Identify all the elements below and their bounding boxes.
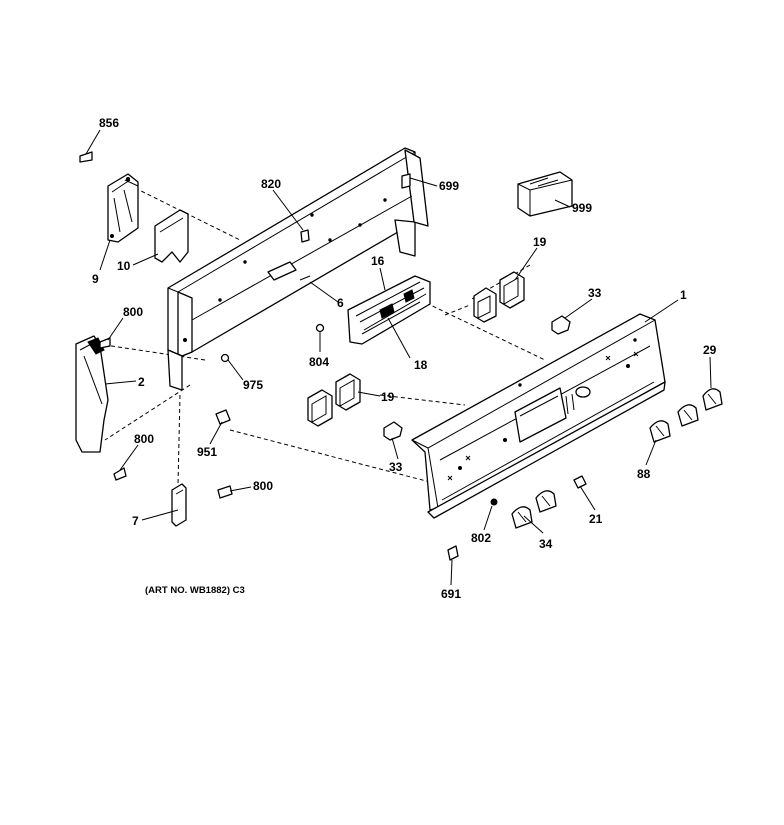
callout-6: 6 — [337, 296, 344, 310]
callout-951: 951 — [197, 445, 217, 459]
callout-16: 16 — [371, 254, 385, 268]
callout-802: 802 — [471, 531, 491, 545]
callout-975: 975 — [243, 378, 263, 392]
callout-820: 820 — [261, 177, 281, 191]
callout-999: 999 — [572, 201, 592, 215]
callout-29: 29 — [703, 343, 717, 357]
callout-19-lower: 19 — [381, 390, 395, 404]
callout-856: 856 — [99, 116, 119, 130]
callout-800-middle: 800 — [134, 432, 154, 446]
part-7-bracket — [171, 483, 187, 527]
part-29-knob — [702, 388, 723, 411]
part-1-control-panel — [411, 313, 666, 519]
part-6-backguard-frame — [167, 147, 429, 391]
part-2-end-cap — [75, 335, 109, 453]
callout-1: 1 — [680, 288, 687, 302]
callout-9: 9 — [92, 272, 99, 286]
callout-33-lower: 33 — [389, 460, 403, 474]
art-number-caption: (ART NO. WB1882) C3 — [145, 585, 245, 596]
callout-18: 18 — [414, 358, 428, 372]
callout-21: 21 — [589, 512, 603, 526]
part-19-switches-upper — [473, 271, 525, 323]
callout-labels: 856 820 699 999 9 10 6 16 19 33 1 800 2 … — [92, 116, 717, 601]
part-999-box — [517, 171, 573, 217]
callout-10: 10 — [117, 259, 131, 273]
callout-33-upper: 33 — [588, 286, 602, 300]
part-10-clip — [154, 209, 189, 263]
callout-699: 699 — [439, 179, 459, 193]
callout-800-lower: 800 — [253, 479, 273, 493]
callout-19-upper: 19 — [533, 235, 547, 249]
callout-7: 7 — [132, 514, 139, 528]
callout-691: 691 — [441, 587, 461, 601]
callout-800-upper: 800 — [123, 305, 143, 319]
part-16-control-board — [347, 275, 431, 345]
part-29-knob-2 — [677, 404, 699, 427]
callout-34: 34 — [539, 537, 553, 551]
part-19-switches-lower — [307, 373, 361, 427]
leader-lines — [85, 129, 712, 586]
hardware — [79, 151, 587, 561]
knobs — [511, 388, 723, 529]
callout-804: 804 — [309, 355, 329, 369]
callout-2: 2 — [138, 375, 145, 389]
part-34-knob-2 — [511, 506, 533, 529]
callout-88: 88 — [637, 467, 651, 481]
part-88-knob — [649, 420, 671, 443]
part-34-knob — [535, 490, 557, 513]
part-9-side-bracket — [107, 173, 139, 243]
